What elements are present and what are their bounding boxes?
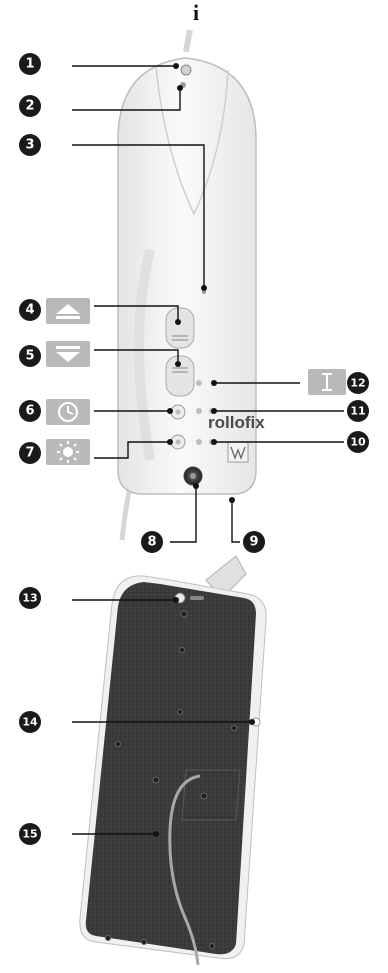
screw	[106, 936, 111, 941]
cord-entry	[181, 65, 191, 75]
clock-button-center	[176, 410, 181, 415]
svg-text:2: 2	[25, 99, 34, 114]
brand-label: rollofix	[208, 413, 265, 432]
callout-11: 11	[347, 400, 369, 422]
callout-5: 5	[19, 345, 41, 367]
screw	[116, 742, 121, 747]
callout-7: 7	[19, 442, 41, 464]
screw	[210, 944, 215, 949]
led-sun	[196, 439, 202, 445]
adjustment-knob-center	[190, 473, 196, 479]
arrow-down-icon	[46, 341, 90, 367]
svg-text:9: 9	[249, 535, 258, 550]
device-back	[80, 556, 266, 965]
callout-3: 3	[19, 134, 41, 156]
screw	[232, 726, 237, 731]
svg-text:13: 13	[22, 592, 37, 605]
callout-6: 6	[19, 400, 41, 422]
svg-text:7: 7	[25, 446, 34, 461]
callout-9: 9	[243, 531, 265, 553]
screw	[180, 648, 185, 653]
svg-text:12: 12	[350, 377, 365, 390]
clock-icon	[46, 399, 90, 425]
screw	[201, 793, 207, 799]
svg-text:6: 6	[25, 404, 34, 419]
top-cord	[186, 30, 190, 52]
info-icon: i	[193, 0, 199, 25]
svg-text:4: 4	[25, 303, 34, 318]
screw	[181, 611, 187, 617]
svg-text:15: 15	[22, 828, 37, 841]
screw	[153, 777, 159, 783]
arrow-up-icon	[46, 298, 90, 324]
sun-icon	[46, 439, 90, 465]
led-clock	[196, 408, 202, 414]
svg-text:1: 1	[25, 57, 34, 72]
callout-8: 8	[141, 531, 163, 553]
sun-button-center	[176, 440, 181, 445]
callout-10: 10	[347, 431, 369, 453]
header: i	[193, 0, 199, 25]
callout-14: 14	[19, 711, 41, 733]
callout-2: 2	[19, 95, 41, 117]
back-slot	[190, 596, 204, 600]
callout-15: 15	[19, 823, 41, 845]
text-cursor-icon	[308, 369, 346, 395]
svg-text:11: 11	[350, 405, 365, 418]
device-front: rollofix	[118, 30, 265, 540]
screw	[142, 940, 147, 945]
screw	[178, 710, 183, 715]
callout-13: 13	[19, 587, 41, 609]
led-manual	[196, 380, 202, 386]
callout-12: 12	[347, 372, 369, 394]
svg-text:14: 14	[22, 716, 38, 729]
svg-text:5: 5	[25, 349, 34, 364]
svg-text:10: 10	[350, 436, 366, 449]
svg-text:8: 8	[147, 535, 156, 550]
svg-text:3: 3	[25, 138, 34, 153]
callout-1: 1	[19, 53, 41, 75]
up-button[interactable]	[166, 308, 194, 348]
callout-4: 4	[19, 299, 41, 321]
brand-logo	[228, 442, 248, 462]
